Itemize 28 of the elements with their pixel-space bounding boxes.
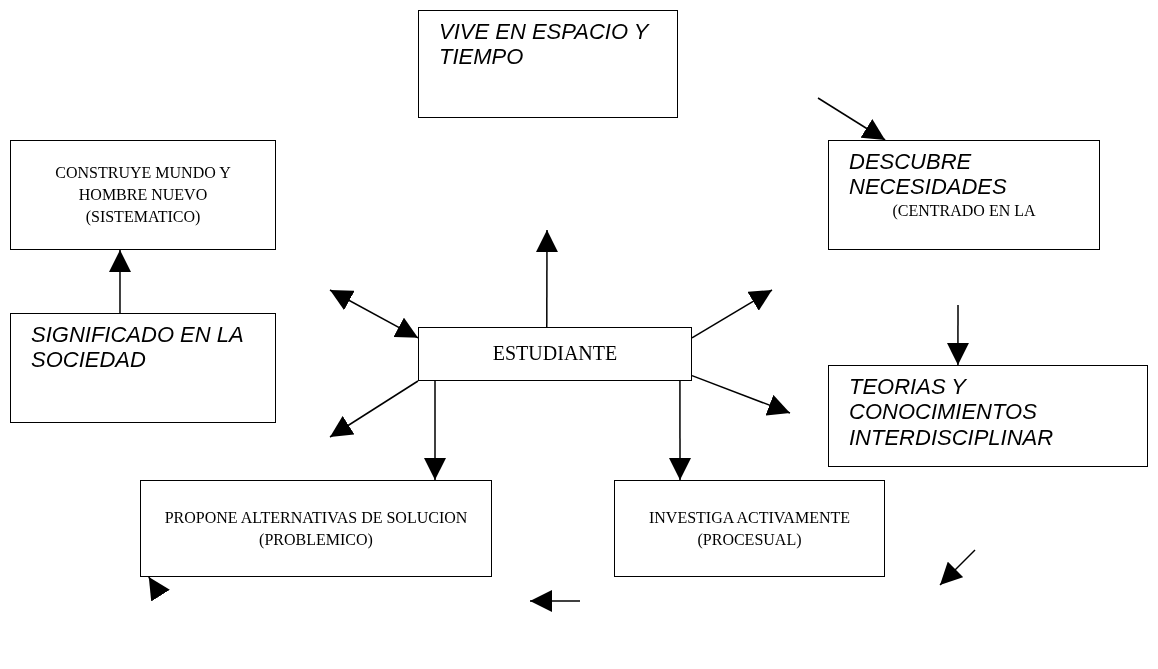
arrow [329,289,419,339]
central-concept-box [418,327,692,381]
concept-label: CONSTRUYE MUNDO Y HOMBRE NUEVO (SISTEMATICO) [54,163,232,228]
concept-label: ESTUDIANTE [492,341,618,367]
concept-box [10,140,276,250]
arrow [669,380,691,481]
concept-label: VIVE EN ESPACIO Y TIEMPO [439,19,651,70]
concept-box [10,313,276,423]
concept-label: TEORIAS Y CONOCIMIENTOS INTERDISCIPLINAR [849,374,1055,450]
concept-box [418,10,678,118]
arrow [535,229,558,328]
concept-label: DESCUBRE NECESIDADES [849,149,1008,200]
arrow [817,97,886,141]
arrow [148,576,170,602]
concept-label: (CENTRADO EN LA [891,200,1037,221]
arrow [109,249,131,314]
arrow [329,380,419,438]
concept-box [614,480,885,577]
arrow [424,380,446,481]
concept-box [828,365,1148,467]
arrow [691,374,791,416]
arrow [691,289,773,339]
concept-label: PROPONE ALTERNATIVAS DE SOLUCION (PROBLEMICO) [163,507,469,551]
arrow [946,304,969,366]
concept-box [140,480,492,577]
concept-label: INVESTIGA ACTIVAMENTE (PROCESUAL) [648,507,851,550]
concept-box [828,140,1100,250]
concept-label: SIGNIFICADO EN LA SOCIEDAD [31,322,244,373]
